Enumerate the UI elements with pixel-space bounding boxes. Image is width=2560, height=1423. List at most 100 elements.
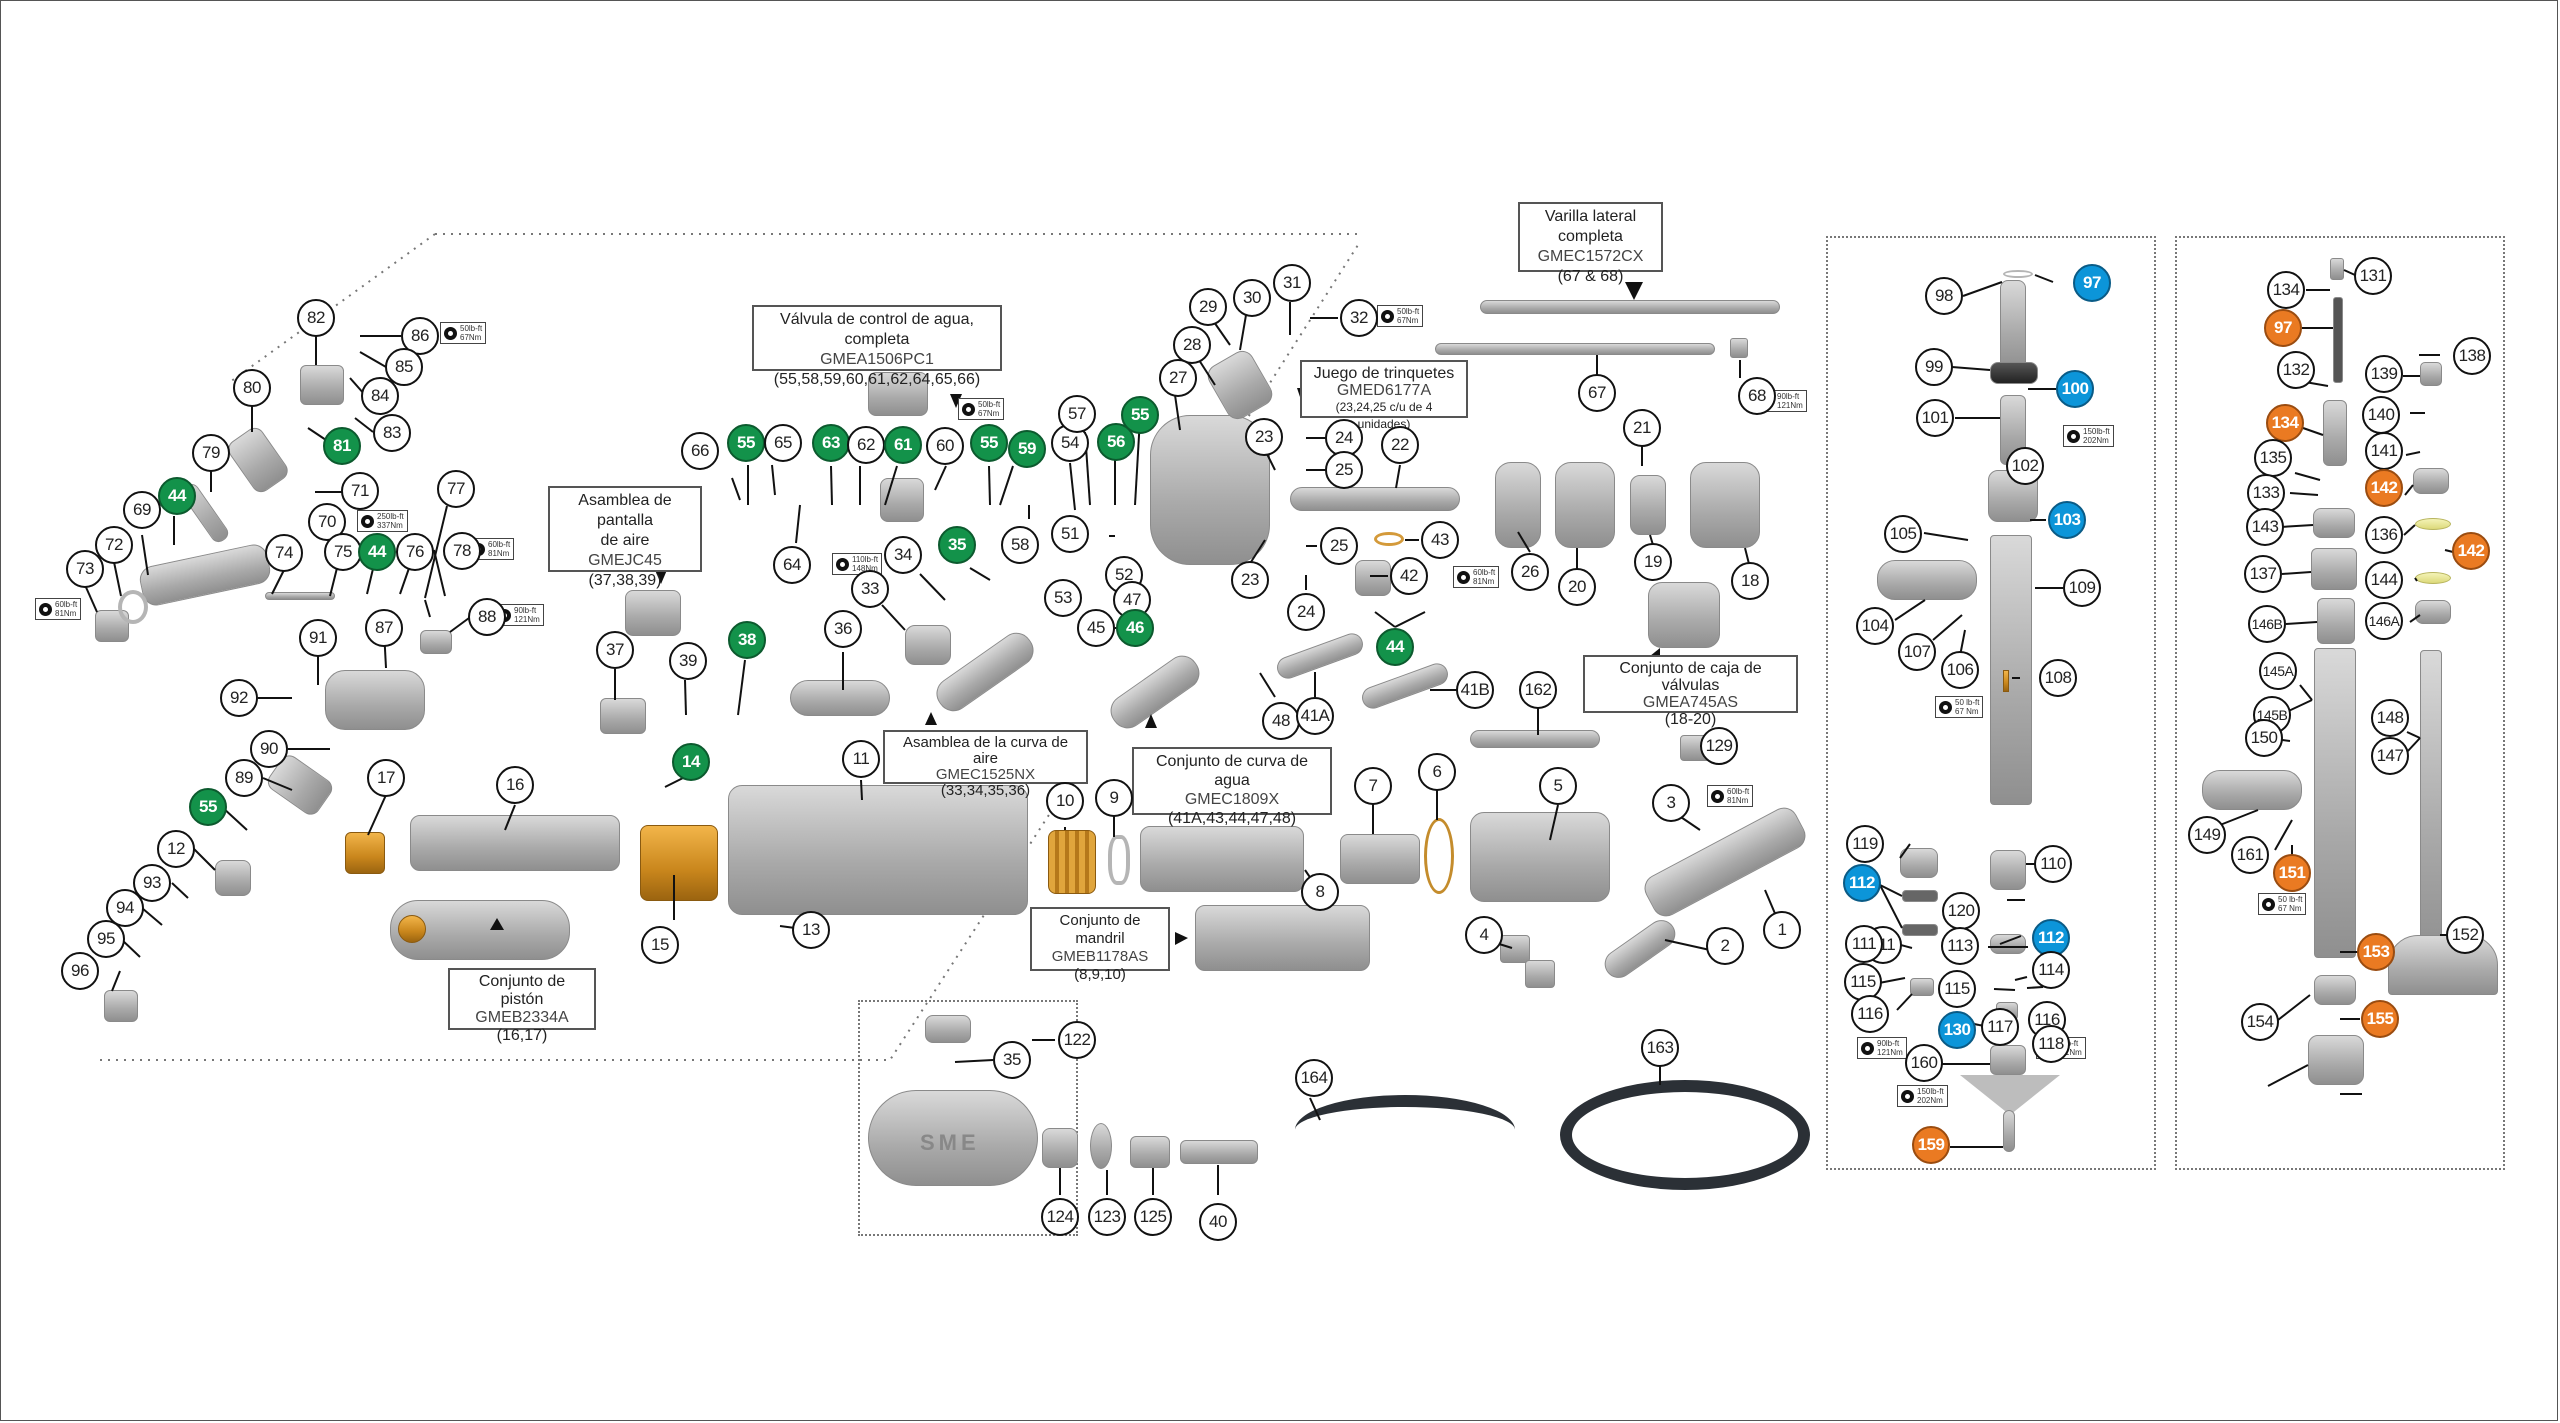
assembly-mandril-box: Conjunto de mandril GMEB1178AS (8,9,10)	[1030, 907, 1170, 983]
assembly-trinquetes-box: Juego de trinquetes GMED6177A (23,24,25 …	[1300, 360, 1468, 431]
callout-147: 147	[2371, 737, 2409, 775]
callout-44: 44	[358, 533, 396, 571]
callout-29: 29	[1189, 288, 1227, 326]
callout-8: 8	[1301, 873, 1339, 911]
part-74-75-spring	[265, 592, 335, 600]
part-17-bushing	[345, 832, 385, 874]
callout-15: 15	[641, 926, 679, 964]
assembly-piston-parts: (16,17)	[496, 1027, 548, 1044]
callout-7: 7	[1354, 767, 1392, 805]
callout-131: 131	[2354, 257, 2392, 295]
callout-112: 112	[1843, 864, 1881, 902]
wrench-icon	[2067, 429, 2080, 443]
callout-164: 164	[1295, 1059, 1333, 1097]
callout-27: 27	[1159, 359, 1197, 397]
callout-105: 105	[1884, 515, 1922, 553]
callout-58: 58	[1001, 526, 1039, 564]
callout-48: 48	[1262, 702, 1300, 740]
callout-99: 99	[1915, 348, 1953, 386]
wrench-icon	[39, 602, 52, 616]
part-104-clamp	[1877, 560, 1977, 600]
part-142-seal-a	[2415, 518, 2451, 530]
part-146-steel	[2314, 648, 2356, 958]
wrench-icon	[836, 557, 849, 571]
callout-112: 112	[2032, 919, 2070, 957]
assembly-trinquetes-parts: (23,24,25 c/u de 4 unidades)	[1335, 400, 1433, 431]
part-36-elbow	[790, 680, 890, 716]
callout-163: 163	[1641, 1029, 1679, 1067]
callout-151: 151	[2273, 854, 2311, 892]
callout-138: 138	[2453, 337, 2491, 375]
part-160-fitting	[2330, 258, 2344, 280]
part-rod-assembly	[1480, 300, 1780, 314]
part-144-cap	[2415, 600, 2451, 624]
callout-117: 117	[1981, 1008, 2019, 1046]
part-40-hose-barb	[1180, 1140, 1258, 1164]
part-108-marker	[2003, 670, 2009, 692]
callout-118: 118	[2032, 1025, 2070, 1063]
callout-152: 152	[2446, 916, 2484, 954]
callout-136: 136	[2365, 516, 2403, 554]
part-67-rod	[1435, 343, 1715, 355]
callout-35: 35	[993, 1041, 1031, 1079]
callout-71: 71	[341, 472, 379, 510]
part-33-nut	[905, 625, 951, 665]
callout-125: 125	[1134, 1198, 1172, 1236]
callout-2: 2	[1706, 927, 1744, 965]
assembly-curva-agua-parts: (41A,43,44,47,48)	[1167, 810, 1297, 827]
callout-16: 16	[496, 766, 534, 804]
part-116-nut-a	[1910, 978, 1934, 996]
callout-92: 92	[220, 679, 258, 717]
assembly-mandril-code: GMEB1178AS	[1051, 948, 1149, 965]
part-15-bushing	[640, 825, 718, 901]
part-43-ring	[1374, 532, 1404, 546]
callout-30: 30	[1233, 279, 1271, 317]
wrench-icon	[1381, 309, 1394, 323]
callout-91: 91	[299, 619, 337, 657]
callout-57: 57	[1058, 395, 1096, 433]
callout-75: 75	[324, 533, 362, 571]
callout-110: 110	[2034, 845, 2072, 883]
callout-98: 98	[1925, 277, 1963, 315]
wrench-icon	[2262, 897, 2275, 911]
callout-44: 44	[158, 477, 196, 515]
callout-1: 1	[1763, 911, 1801, 949]
callout-43: 43	[1421, 521, 1459, 559]
callout-129: 129	[1700, 727, 1738, 765]
assembly-trinquetes-code: GMED6177A	[1336, 382, 1432, 399]
wrench-icon	[962, 402, 975, 416]
part-88-nut	[420, 630, 452, 654]
callout-107: 107	[1898, 633, 1936, 671]
callout-39: 39	[669, 642, 707, 680]
part-117-tripod	[1990, 1045, 2026, 1075]
callout-42: 42	[1390, 557, 1428, 595]
callout-132: 132	[2277, 351, 2315, 389]
assembly-pantalla-title-1: Asamblea de pantalla	[578, 492, 672, 529]
callout-142: 142	[2452, 532, 2490, 570]
callout-162: 162	[1519, 671, 1557, 709]
callout-61: 61	[884, 426, 922, 464]
assembly-curva-aire-code: GMEC1525NX	[935, 766, 1036, 783]
callout-38: 38	[728, 621, 766, 659]
callout-146B: 146B	[2248, 605, 2286, 643]
callout-134: 134	[2267, 271, 2305, 309]
callout-63: 63	[812, 424, 850, 462]
part-6-ring	[1424, 818, 1454, 894]
assembly-caja-title: Conjunto de caja de válvulas	[1619, 660, 1762, 694]
callout-17: 17	[367, 759, 405, 797]
callout-66: 66	[681, 432, 719, 470]
callout-145A: 145A	[2259, 652, 2297, 690]
callout-111: 111	[1845, 925, 1883, 963]
callout-113: 113	[1941, 927, 1979, 965]
